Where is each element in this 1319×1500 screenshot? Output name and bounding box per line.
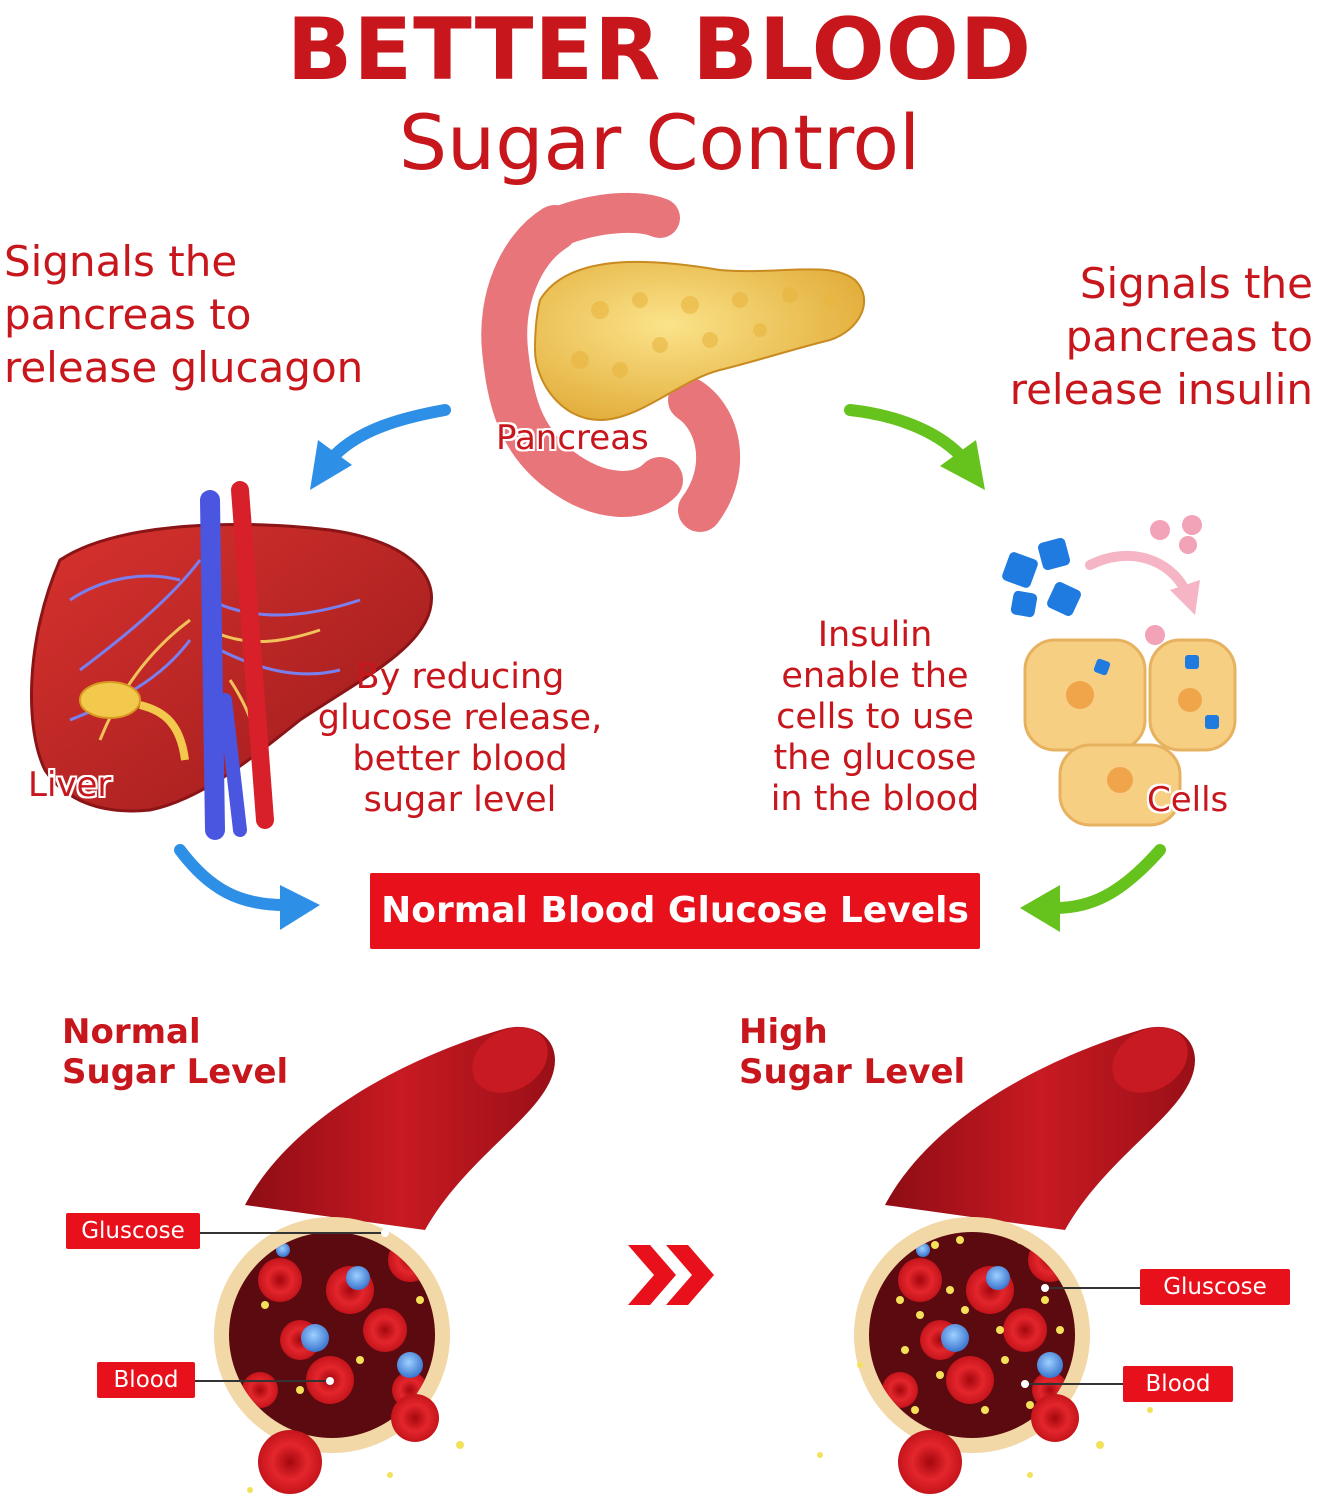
cells-illustration (1002, 515, 1237, 827)
blood-vessel-illustration (195, 1026, 555, 1494)
liver-illustration (30, 481, 433, 840)
insulin-effect-text: Insulin enable the cells to use the gluc… (770, 615, 980, 819)
normal-sugar-level-heading: Normal Sugar Level (62, 1012, 289, 1092)
blood-vessel-illustration-high (817, 1026, 1195, 1494)
liver-effect-text: By reducing glucose release, better bloo… (317, 657, 603, 820)
high-sugar-level-heading: High Sugar Level (739, 1012, 966, 1092)
normal-blood-tag: Blood (97, 1362, 195, 1398)
page-title: BETTER BLOOD (286, 0, 1033, 100)
normal-glucose-tag: Gluscose (66, 1213, 200, 1249)
double-chevron-right-icon (628, 1245, 714, 1305)
page-subtitle: Sugar Control (398, 98, 921, 187)
cells-to-normal-arrow (1020, 844, 1166, 932)
glucagon-arrow (310, 404, 451, 490)
liver-to-normal-arrow (174, 844, 320, 930)
liver-label: Liver (28, 765, 112, 805)
pancreas-label: Pancreas (496, 418, 649, 458)
normal-glucose-banner: Normal Blood Glucose Levels (370, 873, 980, 949)
pancreas-illustration (481, 192, 866, 532)
glucagon-signal-label: Signals the pancreas to release glucagon (4, 237, 364, 392)
insulin-arrow (844, 404, 985, 490)
cells-label: Cells (1147, 780, 1229, 820)
high-glucose-tag: Gluscose (1140, 1269, 1290, 1305)
insulin-signal-label: Signals the pancreas to release insulin (1009, 259, 1313, 414)
high-blood-tag: Blood (1123, 1366, 1233, 1402)
